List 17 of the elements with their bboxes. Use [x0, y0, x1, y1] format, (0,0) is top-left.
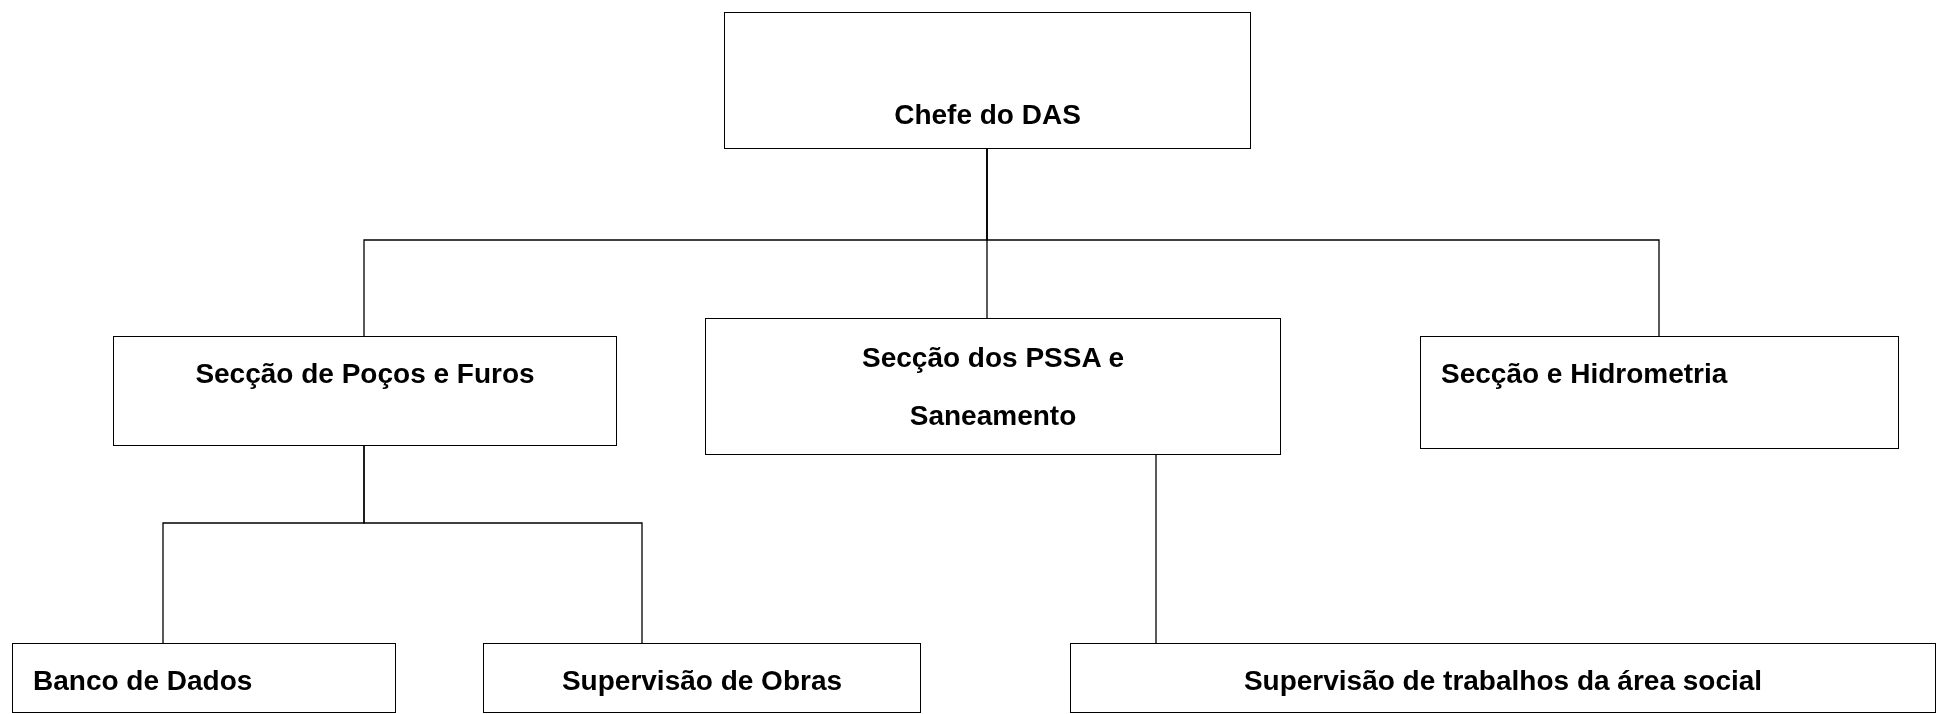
box-label: Banco de Dados — [33, 664, 253, 698]
org-box — [12, 643, 396, 713]
org-box — [1420, 336, 1899, 449]
connector-line — [363, 445, 643, 644]
org-box — [483, 643, 921, 713]
org-box — [1070, 643, 1936, 713]
connector-line — [1155, 454, 1157, 644]
box-label: Secção dos PSSA e Saneamento — [861, 340, 1125, 433]
box-label: Supervisão de trabalhos da área social — [1243, 664, 1763, 698]
box-label: Chefe do DAS — [894, 98, 1081, 132]
org-box — [724, 12, 1251, 149]
box-label: Supervisão de Obras — [561, 664, 843, 698]
org-box — [113, 336, 617, 446]
box-label: Secção de Poços e Furos — [195, 357, 535, 391]
box-label: Secção e Hidrometria — [1441, 357, 1728, 391]
org-box — [705, 318, 1281, 455]
connector-line — [986, 148, 1660, 337]
